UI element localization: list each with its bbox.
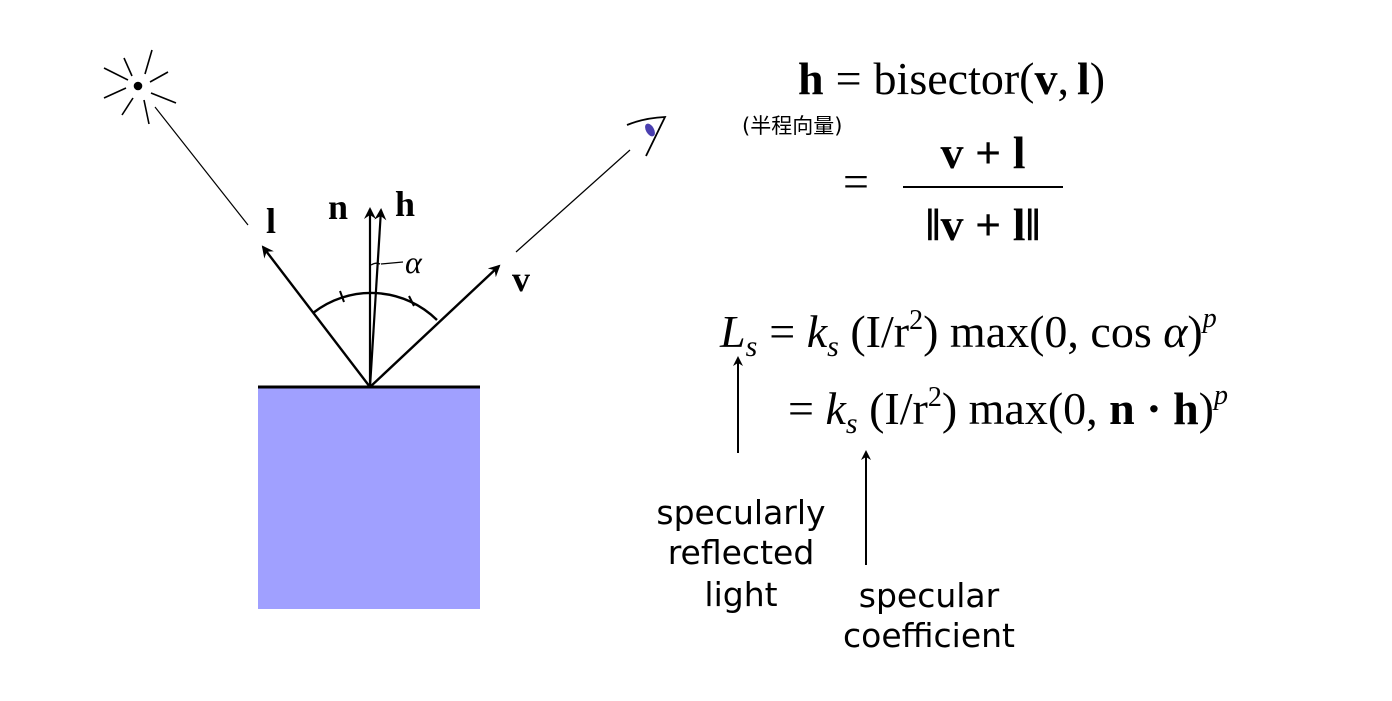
vector-h — [368, 208, 387, 388]
eye-icon — [626, 116, 667, 157]
ls-mid: (I/r — [839, 306, 909, 357]
fraction-denominator: ‖v + l‖ — [926, 199, 1041, 250]
ls-sq: 2 — [909, 305, 923, 336]
caption-specularly: specularly — [656, 493, 825, 532]
ls-eq: = — [769, 306, 806, 357]
formula-l: l — [1077, 53, 1090, 104]
arc-tick-right — [408, 295, 415, 307]
vector-l — [261, 245, 371, 388]
ls-alpha: α — [1163, 306, 1188, 357]
ls2-eq: = — [788, 383, 825, 434]
ls-L: L — [719, 306, 746, 357]
ls2-p: p — [1212, 380, 1228, 411]
ls-tail: ) max(0, cos — [923, 306, 1163, 357]
surface-block — [258, 387, 480, 609]
light-source-icon — [103, 49, 177, 125]
formula-close: ) — [1090, 53, 1105, 104]
formula-v: v — [1034, 53, 1057, 104]
fraction-eq: = — [843, 156, 869, 207]
vector-v — [369, 264, 501, 388]
fraction-numerator: v + l — [941, 127, 1026, 178]
ls2-tail: ) max(0, — [942, 383, 1109, 434]
ls2-nh: n · h — [1109, 383, 1199, 434]
ls-formula-line1: Ls= ks (I/r2) max(0, cos α)p — [719, 303, 1217, 363]
arc-tick-left — [339, 290, 345, 303]
light-ray — [154, 106, 249, 226]
caption-specular: specular — [859, 576, 1000, 615]
half-vector-note: (半程向量) — [742, 114, 842, 138]
ls-sub: s — [746, 330, 758, 363]
caption-reflected: reflected — [668, 533, 815, 572]
label-n: n — [328, 187, 348, 227]
formula-eq: = — [836, 53, 862, 104]
formula-h-definition: h=bisector(v,l) — [798, 53, 1105, 104]
formula-bisector: bisector( — [874, 53, 1035, 104]
ls2-ksub: s — [846, 407, 858, 440]
caption-light: light — [704, 575, 777, 614]
formula-comma: , — [1057, 53, 1069, 104]
ls-formula-line2: = ks (I/r2) max(0, n · h)p — [788, 380, 1228, 440]
ls-close: ) — [1187, 306, 1202, 357]
label-alpha: α — [405, 244, 423, 280]
caption-coefficient: coefficient — [843, 616, 1015, 655]
formula-h-symbol: h — [798, 53, 824, 104]
ls2-mid: (I/r — [858, 383, 928, 434]
label-v: v — [512, 259, 530, 299]
label-h: h — [395, 184, 415, 224]
label-l: l — [266, 201, 276, 241]
ls2-sq: 2 — [928, 382, 942, 413]
ls-k: k — [807, 306, 829, 357]
ls-ksub: s — [827, 330, 839, 363]
alpha-leader — [380, 261, 404, 265]
ls2-close: ) — [1199, 383, 1214, 434]
ls2-k: k — [825, 383, 847, 434]
view-ray — [515, 149, 631, 253]
alpha-arc — [370, 262, 381, 266]
ls-p: p — [1201, 303, 1217, 334]
